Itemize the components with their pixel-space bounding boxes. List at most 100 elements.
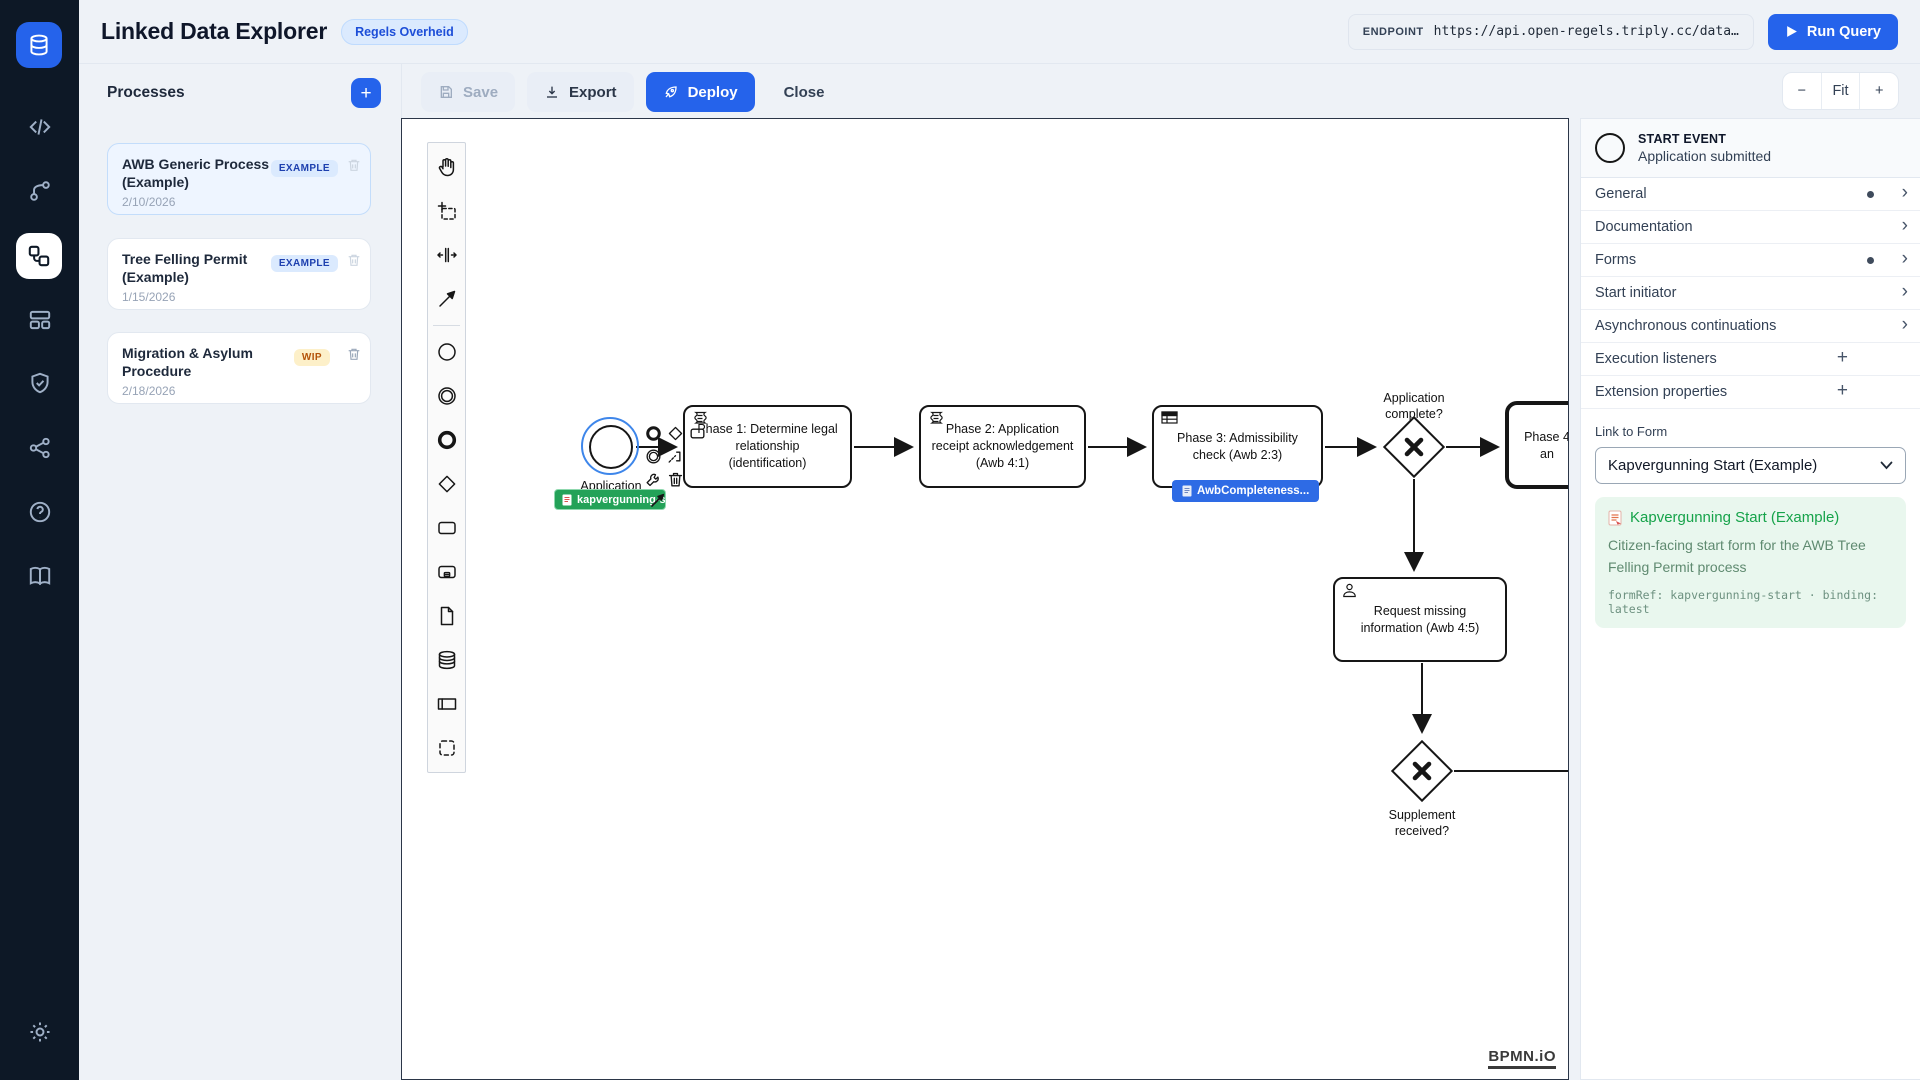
endpoint-input[interactable]: ENDPOINT https://api.open-regels.triply.…	[1347, 13, 1754, 50]
save-button[interactable]: Save	[421, 72, 516, 112]
chevron-down-icon	[1880, 461, 1893, 470]
create-intermediate-event-icon[interactable]	[428, 374, 465, 418]
play-icon	[1787, 26, 1797, 37]
status-badge: EXAMPLE	[270, 255, 338, 272]
nav-panels-icon[interactable]	[0, 296, 79, 344]
section-documentation[interactable]: Documentation ›	[1581, 211, 1920, 244]
palette-separator	[433, 325, 460, 326]
delete-process-icon[interactable]	[346, 157, 362, 176]
bpmn-canvas[interactable]: Application submitted kapvergunning-star…	[401, 118, 1569, 1080]
section-start-initiator[interactable]: Start initiator ›	[1581, 277, 1920, 310]
app-logo-database-icon[interactable]	[16, 22, 62, 68]
process-date: 2/10/2026	[122, 195, 176, 209]
create-task-icon[interactable]	[428, 506, 465, 550]
close-button[interactable]: Close	[767, 72, 842, 112]
processes-header: Processes +	[107, 78, 381, 108]
link-to-form-select[interactable]: Kapvergunning Start (Example)	[1595, 447, 1906, 484]
process-card-awb-generic[interactable]: AWB Generic Process (Example) 2/10/2026 …	[107, 143, 371, 215]
top-bar: Linked Data Explorer Regels Overheid END…	[79, 0, 1920, 64]
task-phase2[interactable]: Phase 2: Application receipt acknowledge…	[919, 405, 1086, 488]
append-end-event-icon[interactable]	[642, 422, 664, 444]
task-phase3[interactable]: Phase 3: Admissibility check (Awb 2:3)	[1152, 405, 1323, 488]
nav-git-branch-icon[interactable]	[0, 167, 79, 215]
bpmn-io-watermark[interactable]: BPMN.iO	[1488, 1048, 1556, 1069]
append-gateway-icon[interactable]	[664, 422, 686, 444]
append-task-icon[interactable]	[686, 422, 708, 444]
delete-process-icon[interactable]	[346, 252, 362, 271]
form-link-badge-label: kapvergunning-start	[577, 493, 666, 506]
task-label: Phase 4	[1524, 430, 1569, 444]
nav-settings-gear-icon[interactable]	[0, 1008, 79, 1056]
chevron-right-icon: ›	[1901, 215, 1908, 236]
hand-tool-icon[interactable]	[428, 145, 465, 189]
add-process-button[interactable]: +	[351, 78, 381, 108]
script-task-icon	[694, 411, 707, 424]
process-name: Migration & Asylum Procedure	[122, 345, 253, 379]
zoom-out-button[interactable]: −	[1783, 73, 1821, 109]
plus-icon[interactable]: +	[1836, 380, 1848, 401]
delete-element-icon[interactable]	[664, 468, 686, 490]
create-participant-icon[interactable]	[428, 682, 465, 726]
create-end-event-icon[interactable]	[428, 418, 465, 462]
section-forms[interactable]: Forms ›	[1581, 244, 1920, 277]
task-phase4[interactable]: Phase 4 an	[1505, 401, 1569, 489]
section-async-continuations[interactable]: Asynchronous continuations ›	[1581, 310, 1920, 343]
gateway2-label: Supplement received?	[1388, 808, 1456, 839]
global-connect-tool-icon[interactable]	[428, 277, 465, 321]
form-card-meta: formRef: kapvergunning-start · binding: …	[1608, 588, 1879, 617]
selection-ring	[581, 417, 639, 475]
run-query-button[interactable]: Run Query	[1767, 13, 1898, 50]
rocket-icon	[665, 86, 677, 98]
nav-share-icon[interactable]	[0, 424, 79, 472]
create-subprocess-icon[interactable]	[428, 550, 465, 594]
element-name: Application submitted	[1638, 148, 1772, 164]
start-event-application-submitted[interactable]	[589, 425, 633, 469]
create-gateway-icon[interactable]	[428, 462, 465, 506]
form-link-badge[interactable]: kapvergunning-start	[554, 489, 666, 510]
nav-code-icon[interactable]	[0, 103, 79, 151]
section-general[interactable]: General ›	[1581, 178, 1920, 211]
create-group-icon[interactable]	[428, 726, 465, 770]
create-data-object-icon[interactable]	[428, 594, 465, 638]
process-date: 1/15/2026	[122, 290, 176, 304]
form-card-title-link[interactable]: Kapvergunning Start (Example)	[1608, 509, 1893, 526]
delete-process-icon[interactable]	[346, 346, 362, 365]
chevron-right-icon: ›	[1901, 182, 1908, 203]
plus-icon[interactable]: +	[1836, 347, 1848, 368]
icon-rail	[0, 0, 79, 1080]
process-card-tree-felling[interactable]: Tree Felling Permit (Example) 1/15/2026 …	[107, 238, 371, 310]
section-label: Asynchronous continuations	[1595, 318, 1777, 334]
process-card-migration-asylum[interactable]: Migration & Asylum Procedure 2/18/2026 W…	[107, 332, 371, 404]
connect-arrow-icon[interactable]	[646, 489, 668, 511]
change-type-wrench-icon[interactable]	[642, 468, 664, 490]
dmn-link-badge[interactable]: AwbCompleteness...	[1172, 480, 1320, 502]
task-request-missing-info[interactable]: Request missing information (Awb 4:5)	[1333, 577, 1507, 662]
append-text-annotation-icon[interactable]	[664, 445, 686, 467]
nav-help-icon[interactable]	[0, 488, 79, 536]
bpmn-palette	[427, 142, 466, 773]
nav-shield-check-icon[interactable]	[0, 359, 79, 407]
chevron-right-icon: ›	[1901, 314, 1908, 335]
script-task-icon	[930, 411, 943, 424]
task-phase1[interactable]: Phase 1: Determine legal relationship (i…	[683, 405, 852, 488]
status-badge: EXAMPLE	[270, 160, 338, 177]
section-extension-properties[interactable]: Extension properties +	[1581, 376, 1920, 409]
task-label: an	[1540, 446, 1554, 461]
sequence-flows	[636, 437, 1568, 772]
zoom-fit-button[interactable]: Fit	[1820, 73, 1860, 109]
editor-toolbar: Save Export Deploy Close	[421, 72, 841, 112]
nav-workflow-icon[interactable]	[16, 233, 62, 279]
space-tool-icon[interactable]	[428, 233, 465, 277]
lasso-tool-icon[interactable]	[428, 189, 465, 233]
create-start-event-icon[interactable]	[428, 330, 465, 374]
append-intermediate-event-icon[interactable]	[642, 445, 664, 467]
section-execution-listeners[interactable]: Execution listeners +	[1581, 343, 1920, 376]
deploy-button[interactable]: Deploy	[645, 72, 755, 112]
export-button[interactable]: Export	[527, 72, 634, 112]
chevron-right-icon: ›	[1901, 248, 1908, 269]
nav-book-icon[interactable]	[0, 552, 79, 600]
zoom-in-button[interactable]: +	[1859, 73, 1898, 109]
section-label: Extension properties	[1595, 384, 1728, 400]
create-data-store-icon[interactable]	[428, 638, 465, 682]
